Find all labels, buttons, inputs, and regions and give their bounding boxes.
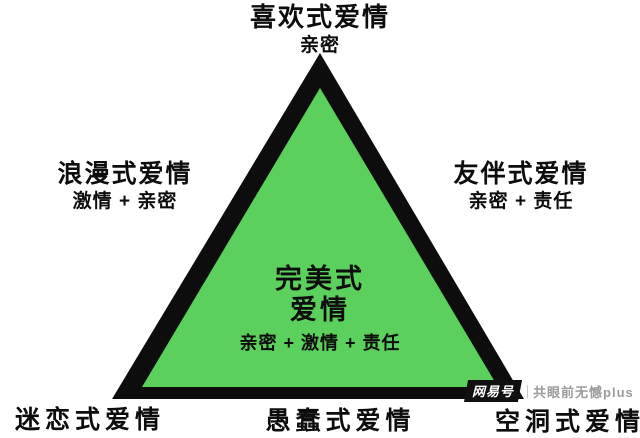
romantic-love-components: 激情 + 亲密 [72, 190, 178, 212]
watermark-account-name: 共眼前无憾plus [533, 384, 634, 400]
liking-love-components: 亲密 [299, 34, 340, 56]
label-consummate-love: 完美式 爱情 亲密 + 激情 + 责任 [195, 264, 445, 354]
label-infatuation-love: 迷恋式爱情 [14, 406, 165, 434]
label-empty-love: 空洞式爱情 [495, 408, 640, 436]
triangle-graphic [112, 53, 524, 399]
consummate-love-name-line2: 爱情 [290, 295, 350, 326]
watermark: 网易号 共眼前无憾plus [464, 380, 634, 402]
watermark-separator [527, 384, 529, 398]
companionate-love-components: 亲密 + 责任 [468, 190, 574, 212]
triangle-fill [142, 88, 498, 387]
netease-badge: 网易号 [464, 380, 523, 402]
liking-love-name: 喜欢式爱情 [249, 2, 390, 32]
label-romantic-love: 浪漫式爱情 激情 + 亲密 [20, 160, 230, 213]
companionate-love-name: 友伴式爱情 [453, 160, 589, 188]
label-companionate-love: 友伴式爱情 亲密 + 责任 [412, 160, 630, 213]
consummate-love-name-line1: 完美式 [275, 264, 365, 294]
label-liking-love: 喜欢式爱情 亲密 [0, 2, 640, 57]
consummate-love-components: 亲密 + 激情 + 责任 [239, 333, 401, 354]
romantic-love-name: 浪漫式爱情 [57, 160, 193, 188]
label-fatuous-love: 愚蠢式爱情 [265, 407, 416, 435]
